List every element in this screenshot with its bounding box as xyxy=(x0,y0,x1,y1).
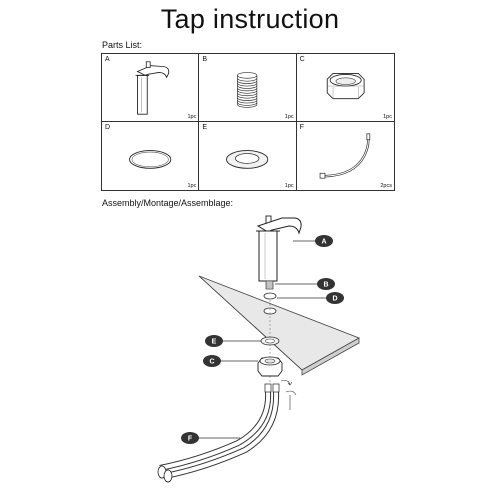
part-letter: B xyxy=(202,56,207,63)
part-cell-d: D 1pc xyxy=(102,122,200,190)
countertop-surface xyxy=(198,275,360,376)
parts-list-label: Parts List: xyxy=(102,40,143,50)
thread-ring xyxy=(237,97,258,101)
part-cell-e: E 1pc xyxy=(199,122,297,190)
assembly-faucet xyxy=(256,215,302,282)
callout-d-label: D xyxy=(332,296,337,303)
part-letter: D xyxy=(105,124,111,131)
part-quantity: 1pc xyxy=(187,114,197,120)
part-letter: A xyxy=(105,56,110,63)
part-cell-c: C 1pc xyxy=(296,54,394,122)
callout-c-label: C xyxy=(209,359,214,366)
parts-list-table: A 1pc B 1pc C xyxy=(101,53,395,191)
rotation-arrows-icon xyxy=(280,380,297,410)
assembly-threaded-stud xyxy=(265,280,274,290)
hex-nut-icon xyxy=(326,72,365,100)
callout-b-label: B xyxy=(323,282,328,289)
callout-a: A xyxy=(315,235,333,247)
part-letter: C xyxy=(299,56,305,63)
assembly-gasket xyxy=(260,336,280,346)
thread-ring xyxy=(237,102,258,106)
assembly-hex-nut xyxy=(257,356,283,377)
part-letter: F xyxy=(299,124,304,131)
thread-ring xyxy=(237,92,258,97)
callout-c: C xyxy=(203,355,221,367)
thin-washer-icon xyxy=(129,150,172,169)
thread-ring xyxy=(237,87,258,92)
thread-ring xyxy=(237,90,258,94)
callout-f-label: F xyxy=(188,436,193,443)
callout-leaders xyxy=(198,240,326,439)
part-letter: E xyxy=(202,124,207,131)
thread-ring xyxy=(237,78,258,82)
part-cell-f: F 2pcs xyxy=(297,122,394,190)
threaded-rod-icon xyxy=(237,72,258,108)
thread-ring xyxy=(237,85,258,89)
part-quantity: 2pcs xyxy=(380,183,392,189)
part-quantity: 1pc xyxy=(383,114,392,120)
part-quantity: 1pc xyxy=(284,183,294,189)
part-quantity: 1pc xyxy=(284,114,294,120)
callout-f: F xyxy=(181,432,199,444)
callout-e-label: E xyxy=(212,339,217,346)
part-cell-a: A 1pc xyxy=(102,54,200,122)
thread-ring xyxy=(237,99,258,104)
assembly-washer-top xyxy=(263,292,277,300)
callout-e: E xyxy=(205,335,223,347)
assembly-label: Assembly/Montage/Assemblage: xyxy=(102,198,234,208)
part-cell-b: B 1pc xyxy=(199,54,297,122)
thread-ring xyxy=(237,83,258,87)
thread-ring xyxy=(237,95,258,99)
callout-a-label: A xyxy=(321,239,326,246)
faucet-icon xyxy=(135,61,170,115)
part-quantity: 1pc xyxy=(187,183,197,189)
thread-ring xyxy=(237,80,258,84)
page-title: Tap instruction xyxy=(160,4,340,34)
gasket-ring-icon xyxy=(226,150,269,169)
assembly-hoses xyxy=(157,383,280,483)
callout-b: B xyxy=(317,278,335,290)
callout-d: D xyxy=(326,292,344,304)
flexible-hose-icon xyxy=(319,133,370,179)
